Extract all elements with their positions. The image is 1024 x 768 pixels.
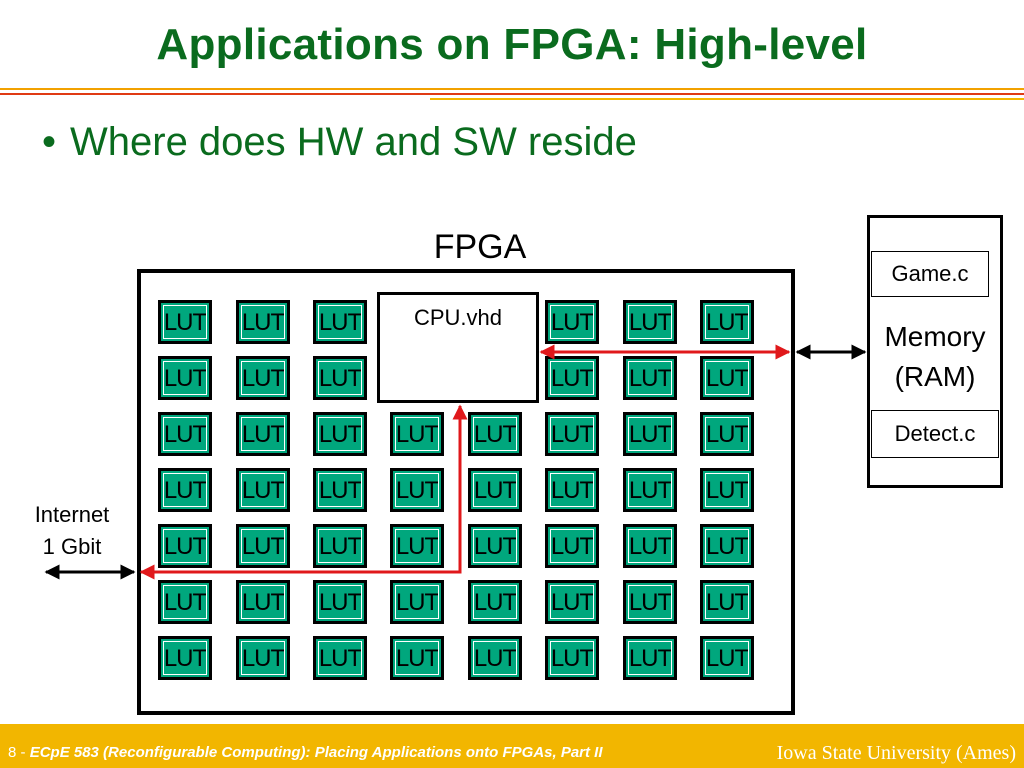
title-rule-orange [0,88,1024,90]
lut-cell: LUT [390,636,444,680]
footer-course-title: ECpE 583 (Reconfigurable Computing): Pla… [29,744,603,761]
lut-cell: LUT [545,580,599,624]
lut-cell: LUT [158,300,212,344]
cpu-to-internet-red-arrow [139,404,468,580]
lut-cell: LUT [468,580,522,624]
title-rule-orange-2 [430,98,1024,100]
lut-cell: LUT [545,300,599,344]
lut-cell: LUT [236,636,290,680]
footer-page-number: 8 [8,744,17,761]
footer-institution: Iowa State University (Ames) [776,742,1016,764]
internet-label-line2: 1 Gbit [42,534,102,559]
lut-cell: LUT [158,356,212,400]
lut-cell: LUT [623,580,677,624]
lut-cell: LUT [158,580,212,624]
bullet-text: Where does HW and SW reside [70,120,637,164]
bullet-dot-icon: • [42,120,57,164]
lut-cell: LUT [700,468,754,512]
title-rule-red [0,93,1024,95]
lut-cell: LUT [623,524,677,568]
lut-cell: LUT [700,580,754,624]
lut-cell: LUT [545,468,599,512]
lut-cell: LUT [623,468,677,512]
lut-cell: LUT [236,356,290,400]
lut-cell: LUT [623,636,677,680]
lut-cell: LUT [236,300,290,344]
fpga-label: FPGA [433,228,527,266]
memory-label-line1: Memory [884,321,986,352]
lut-cell: LUT [313,356,367,400]
lut-cell: LUT [468,524,522,568]
cpu-block: CPU.vhd [377,292,539,403]
lut-cell: LUT [700,636,754,680]
lut-cell: LUT [158,636,212,680]
lut-cell: LUT [623,412,677,456]
memory-file-detect: Detect.c [871,410,999,458]
internet-label: Internet 1 Gbit [14,499,130,563]
cpu-label: CPU.vhd [413,305,503,330]
memory-file-game-label: Game.c [891,261,969,286]
lut-cell: LUT [700,412,754,456]
memory-label-line2: (RAM) [894,361,976,392]
internet-label-line1: Internet [34,502,110,527]
memory-label: Memory (RAM) [867,317,1003,397]
lut-cell: LUT [468,412,522,456]
lut-cell: LUT [545,356,599,400]
lut-cell: LUT [545,412,599,456]
lut-cell: LUT [545,524,599,568]
lut-cell: LUT [700,356,754,400]
footer-separator: - [16,744,30,761]
slide-title: Applications on FPGA: High-level [156,20,868,69]
lut-cell: LUT [468,468,522,512]
lut-cell: LUT [390,580,444,624]
lut-cell: LUT [313,300,367,344]
fpga-box [137,269,795,715]
lut-cell: LUT [700,300,754,344]
lut-cell: LUT [468,636,522,680]
lut-cell: LUT [313,636,367,680]
lut-cell: LUT [236,580,290,624]
memory-file-detect-label: Detect.c [894,421,976,446]
footer-bar [0,724,1024,768]
lut-cell: LUT [313,580,367,624]
lut-cell: LUT [700,524,754,568]
memory-file-game: Game.c [871,251,989,297]
lut-cell: LUT [623,300,677,344]
footer-course: 8 - ECpE 583 (Reconfigurable Computing):… [8,744,603,761]
lut-cell: LUT [545,636,599,680]
bullet-item: • Where does HW and SW reside [42,120,637,165]
